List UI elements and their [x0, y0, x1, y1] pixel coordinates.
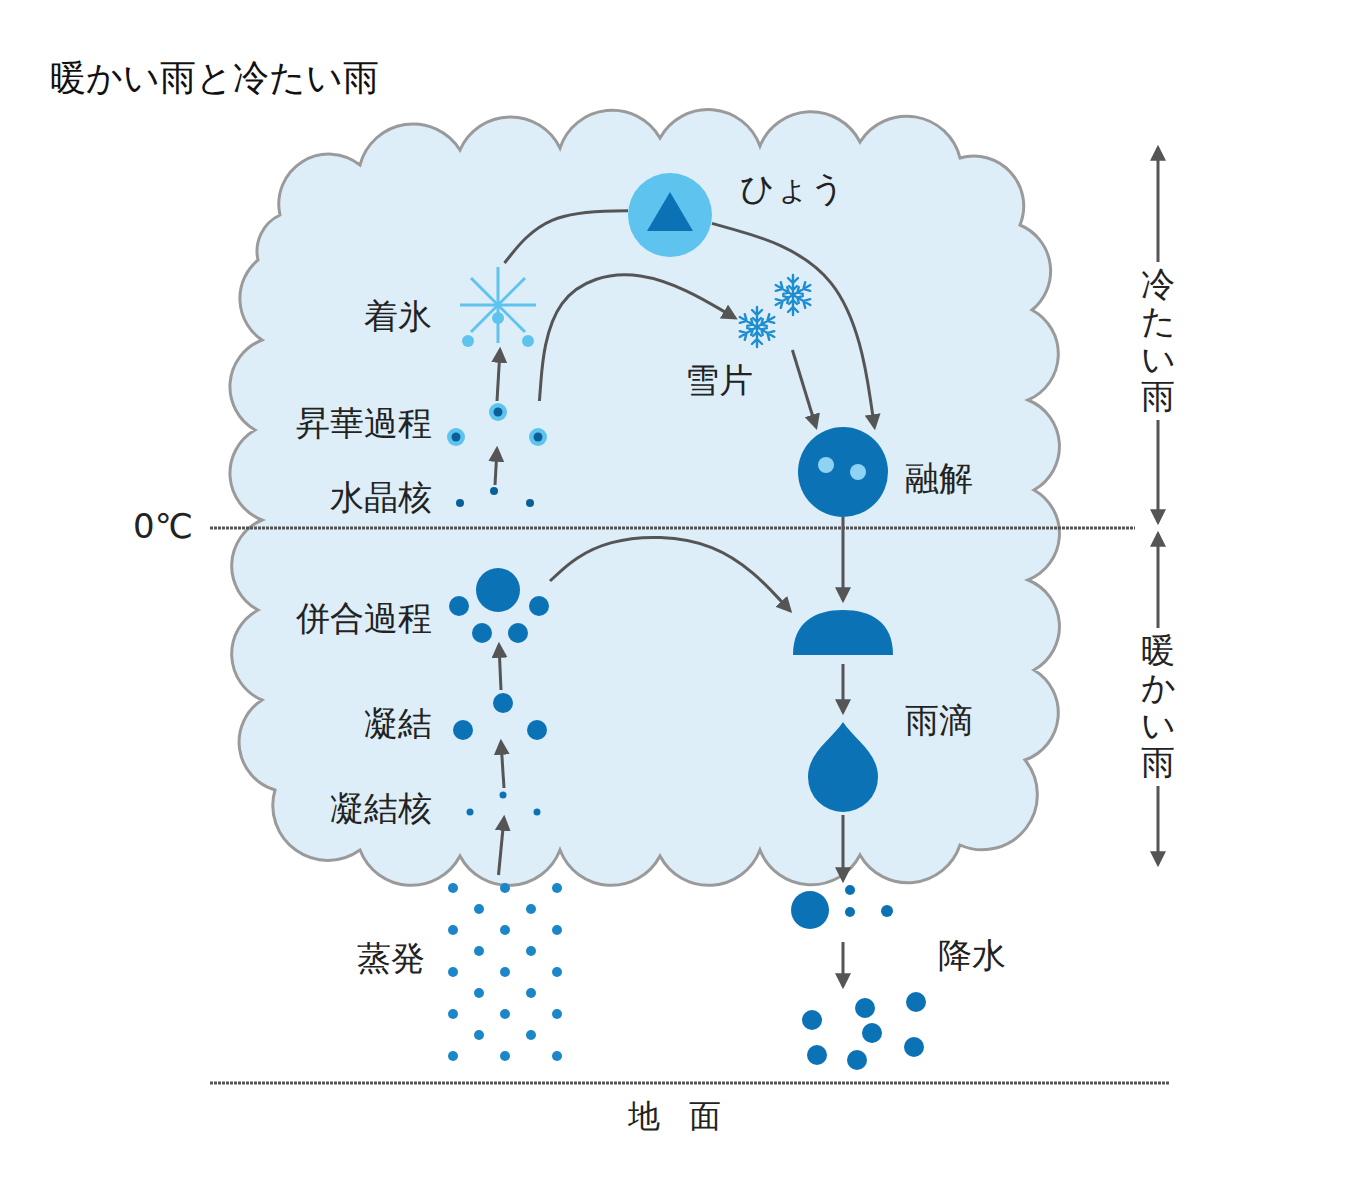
- stage-label: 融解: [905, 458, 973, 499]
- condensation-icon: [453, 693, 547, 740]
- process-stage: 降水: [780, 880, 930, 1075]
- stage-label: ひょう: [740, 168, 845, 209]
- stage-label: 着氷: [364, 296, 432, 337]
- cloud: [230, 109, 1060, 885]
- stage-label: 蒸発: [357, 938, 425, 979]
- ice-nucleus-icon: [456, 487, 534, 507]
- process-stage: 凝結核: [462, 788, 546, 818]
- stage-label: 凝結: [364, 703, 432, 744]
- ground-line: [210, 1082, 1170, 1085]
- diagram-title: 暖かい雨と冷たい雨: [50, 56, 379, 99]
- range-label: 暖かい雨: [1141, 628, 1175, 786]
- stage-label: 雨滴: [905, 700, 973, 741]
- ground-label: 地面: [628, 1097, 750, 1135]
- flow-arrow: [842, 815, 845, 880]
- process-stage: 着氷: [455, 263, 545, 350]
- flow-arrow: [495, 449, 497, 485]
- flow-arrow: [550, 537, 790, 610]
- stage-label: 水晶核: [330, 477, 432, 518]
- flow-arrow: [842, 517, 845, 600]
- ice-crystal-icon: [460, 267, 536, 347]
- range-label: 冷たい雨: [1141, 262, 1175, 420]
- condensation-nucleus-icon: [467, 792, 541, 816]
- snowflake-icon: [737, 275, 813, 347]
- flow-arrow: [497, 350, 500, 401]
- flow-arrow: [501, 742, 504, 788]
- stage-label: 雪片: [685, 360, 753, 401]
- flow-arrow: [499, 645, 501, 690]
- process-stage: 昇華過程: [444, 401, 550, 449]
- stage-label: 降水: [938, 935, 1006, 976]
- vapor-dots: [440, 878, 570, 1068]
- flow-arrow: [792, 350, 816, 427]
- hail-icon: [628, 173, 712, 257]
- stage-label: 併合過程: [296, 598, 432, 639]
- flow-arrow: [505, 211, 629, 263]
- process-stage: 雨滴: [790, 600, 896, 815]
- flow-arrow: [499, 818, 505, 875]
- process-stage: 併合過程: [448, 565, 550, 645]
- temperature-label: 0℃: [133, 506, 193, 547]
- process-stage: 蒸発: [440, 875, 570, 1080]
- freezing-line: [210, 527, 1135, 530]
- raindrop-icon: [793, 610, 893, 812]
- process-stage: 融解: [798, 427, 888, 517]
- process-stage: 雪片: [735, 270, 817, 350]
- precipitation-icon: [791, 885, 926, 1070]
- process-stage: 凝結: [452, 690, 550, 742]
- coalescence-icon: [449, 568, 549, 643]
- melting-icon: [798, 427, 888, 517]
- process-stage: 水晶核: [452, 485, 538, 509]
- stage-label: 凝結核: [330, 788, 432, 829]
- stage-label: 昇華過程: [296, 403, 432, 444]
- sublimation-icon: [447, 403, 547, 446]
- process-stage: ひょう: [628, 173, 712, 257]
